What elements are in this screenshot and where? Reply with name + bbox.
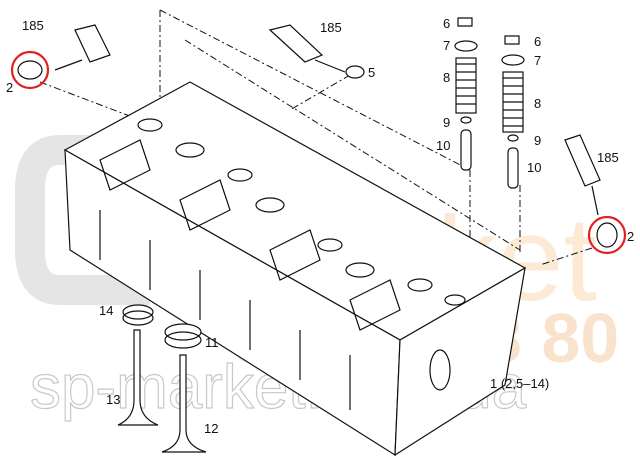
assembly-label: 1 (2,5–14): [490, 376, 549, 391]
seal-5: [345, 65, 365, 79]
callout-12: 12: [204, 421, 218, 436]
callout-9b: 9: [534, 133, 541, 148]
callout-2-left: 2: [6, 80, 13, 95]
callout-8a: 8: [443, 70, 450, 85]
valve-stack-a: [454, 17, 478, 171]
cylinder-head: [63, 81, 527, 457]
callout-11: 11: [205, 335, 219, 350]
sealant-tube-top-icon: [268, 24, 346, 73]
valve-seat-14: [122, 304, 154, 326]
callout-7a: 7: [443, 38, 450, 53]
callout-14: 14: [99, 303, 113, 318]
highlight-circle-right: [587, 215, 627, 255]
callout-5: 5: [368, 65, 375, 80]
valve-stack-b: [501, 35, 525, 189]
callout-185-right: 185: [597, 150, 619, 165]
callout-13: 13: [106, 392, 120, 407]
valve-seat-11: [164, 323, 202, 349]
cap-left: [10, 50, 50, 90]
callout-2-right: 2: [627, 229, 634, 244]
sealant-tube-left-icon: [54, 24, 111, 71]
cap-right: [587, 215, 627, 255]
valve-12: [161, 354, 207, 453]
callout-6a: 6: [443, 16, 450, 31]
callout-8b: 8: [534, 96, 541, 111]
callout-10a: 10: [436, 138, 450, 153]
sealant-tube-right-icon: [564, 134, 601, 216]
callout-7b: 7: [534, 53, 541, 68]
valve-13: [117, 329, 159, 426]
callout-6b: 6: [534, 34, 541, 49]
callout-9a: 9: [443, 115, 450, 130]
callout-185-left: 185: [22, 18, 44, 33]
callout-10b: 10: [527, 160, 541, 175]
watermark-logo: [15, 135, 150, 305]
highlight-circle-left: [10, 50, 50, 90]
callout-185-top: 185: [320, 20, 342, 35]
